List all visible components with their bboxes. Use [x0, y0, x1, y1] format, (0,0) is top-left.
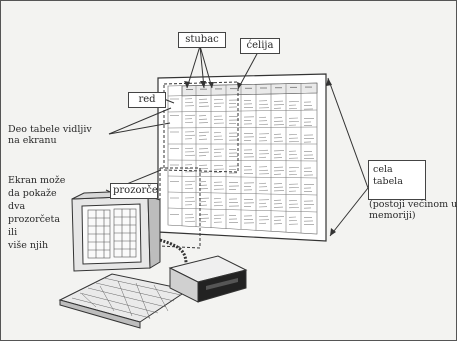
label-red: red [128, 92, 166, 108]
memory-note-line-1: (postoji većinom u [369, 199, 457, 210]
disk-drive-unit [170, 256, 246, 302]
screen-windows-line-2: da pokaže [8, 187, 65, 200]
visible-part-line-2: na ekranu [8, 135, 92, 146]
screen-windows-line-1: Ekran može [8, 174, 65, 187]
whole-table-box: cela tabela [368, 160, 426, 200]
screen-windows-line-6: više njih [8, 239, 65, 252]
visible-part-note: Deo tabele vidljiv na ekranu [8, 124, 92, 146]
keyboard [60, 274, 188, 328]
memory-note-line-2: memoriji) [369, 210, 457, 221]
label-prozorce: prozorče [110, 183, 158, 199]
whole-table-line-2: tabela [373, 176, 421, 188]
screen-windows-line-3: dva [8, 200, 65, 213]
whole-table-line-1: cela [373, 164, 421, 176]
monitor [72, 190, 160, 271]
memory-note: (postoji većinom u memoriji) [369, 199, 457, 221]
screen-windows-note: Ekran može da pokaže dva prozorčeta ili … [8, 174, 65, 252]
label-celija: ćelija [240, 38, 280, 54]
visible-part-line-1: Deo tabele vidljiv [8, 124, 92, 135]
spreadsheet-sheet [158, 74, 326, 241]
screen-windows-line-4: prozorčeta [8, 213, 65, 226]
screen-windows-line-5: ili [8, 226, 65, 239]
label-stubac: stubac [178, 32, 226, 48]
